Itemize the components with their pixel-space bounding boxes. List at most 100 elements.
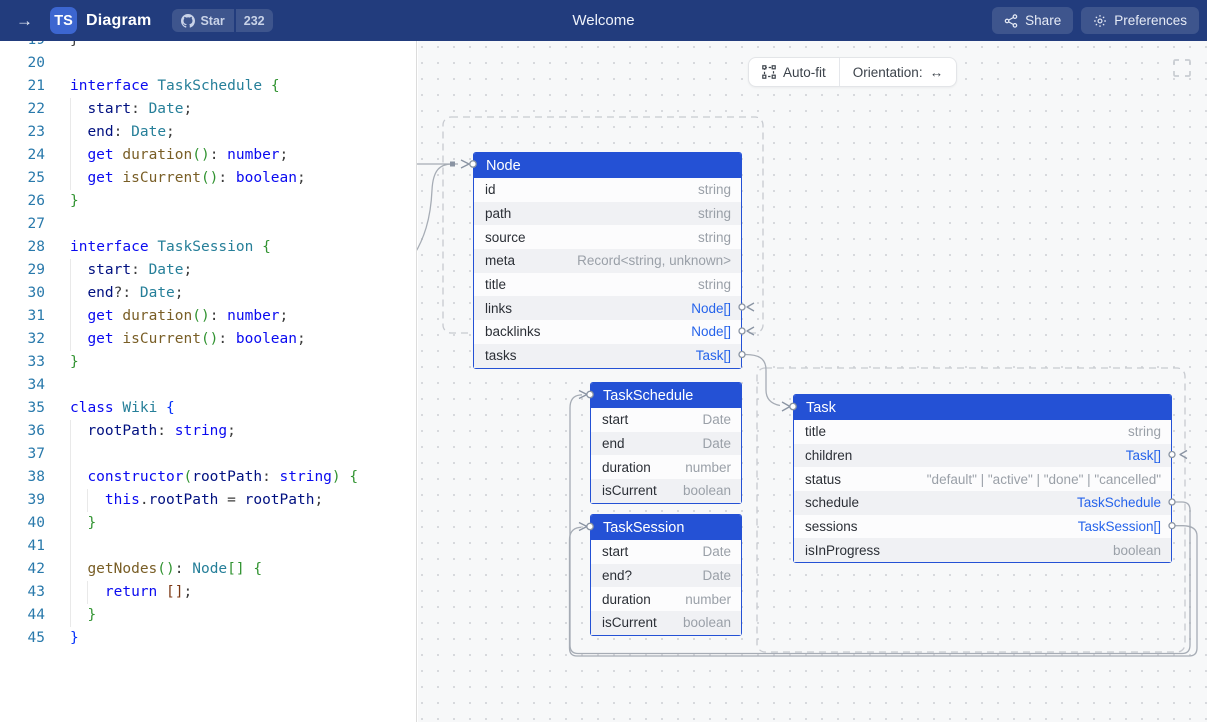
share-button[interactable]: Share: [992, 7, 1074, 34]
code-line-content: start: Date;: [70, 98, 192, 121]
code-line[interactable]: 44}: [0, 604, 416, 627]
field-type: boolean: [682, 615, 731, 631]
field-name: isCurrent: [602, 483, 657, 499]
field-type-link[interactable]: Task[]: [695, 348, 731, 364]
field-name: isCurrent: [602, 615, 657, 631]
field-type-link[interactable]: TaskSession[]: [1077, 519, 1161, 535]
field-name: start: [602, 544, 629, 560]
field-type-link[interactable]: Node[]: [691, 324, 731, 340]
field-name: source: [485, 229, 526, 245]
github-icon: [181, 13, 196, 28]
code-token: ;: [297, 170, 306, 186]
code-line[interactable]: 19}: [0, 41, 416, 52]
code-token: ;: [279, 308, 289, 324]
github-star-button[interactable]: Star: [172, 9, 234, 32]
code-line[interactable]: 37: [0, 443, 416, 466]
indent-guide: [70, 512, 87, 535]
field-type-link[interactable]: TaskSchedule: [1076, 495, 1161, 511]
field-name: children: [805, 448, 853, 464]
github-star-count[interactable]: 232: [235, 9, 273, 32]
topbar-left-group: → TS Diagram Star 232: [8, 7, 273, 34]
field-type: boolean: [682, 483, 731, 499]
code-token: string: [279, 469, 332, 485]
code-line[interactable]: 33}: [0, 351, 416, 374]
indent-guide: [70, 420, 87, 443]
code-line-content: [70, 535, 87, 558]
code-token: rootPath: [244, 492, 315, 508]
code-line[interactable]: 27: [0, 213, 416, 236]
star-count-value: 232: [243, 13, 265, 28]
code-line-content: [70, 443, 87, 466]
code-token: rootPath: [192, 469, 263, 485]
top-bar: → TS Diagram Star 232 Welcome Share Pref…: [0, 0, 1207, 41]
preferences-button[interactable]: Preferences: [1081, 7, 1199, 34]
code-line-content: rootPath: string;: [70, 420, 236, 443]
code-token: :: [218, 170, 236, 186]
code-token: (): [200, 331, 219, 347]
code-line[interactable]: 34: [0, 374, 416, 397]
code-token: }: [70, 41, 79, 48]
field-type-link[interactable]: Node[]: [691, 300, 731, 316]
line-number: 44: [27, 607, 45, 623]
code-token: ;: [314, 492, 324, 508]
code-line-content: getNodes(): Node[] {: [70, 558, 262, 581]
indent-guide: [70, 259, 87, 282]
entity-header-taskschedule[interactable]: TaskSchedule: [591, 383, 741, 408]
field-type: number: [685, 459, 731, 475]
autofit-button[interactable]: Auto-fit: [749, 58, 839, 86]
github-star-widget[interactable]: Star 232: [172, 9, 273, 32]
entity-header-tasksession[interactable]: TaskSession: [591, 515, 741, 540]
code-line[interactable]: 20: [0, 52, 416, 75]
code-line[interactable]: 40}: [0, 512, 416, 535]
entity-header-task[interactable]: Task: [794, 395, 1171, 420]
fullscreen-icon[interactable]: [1172, 58, 1192, 78]
field-row-links: links Node[]: [474, 296, 741, 321]
field-type: Date: [702, 436, 731, 452]
code-token: {: [349, 469, 359, 485]
code-line[interactable]: 26}: [0, 190, 416, 213]
field-type-link[interactable]: Task[]: [1125, 448, 1161, 464]
code-line[interactable]: 41: [0, 535, 416, 558]
line-number: 21: [27, 78, 45, 94]
code-token: this: [104, 492, 140, 508]
sidebar-toggle-arrow-icon[interactable]: →: [16, 10, 33, 30]
orientation-button[interactable]: Orientation: ↔: [840, 58, 956, 86]
field-row-isCurrent: isCurrent boolean: [591, 611, 741, 635]
code-token: :: [174, 561, 193, 577]
code-line[interactable]: 42 getNodes(): Node[] {: [0, 558, 416, 581]
code-token: get: [87, 331, 123, 347]
code-token: Date: [148, 101, 184, 117]
field-type: Date: [702, 568, 731, 584]
code-token: boolean: [235, 331, 297, 347]
field-name: links: [485, 300, 513, 316]
field-row-isCurrent: isCurrent boolean: [591, 479, 741, 503]
field-row-children: children Task[]: [794, 443, 1171, 468]
code-line[interactable]: 45}: [0, 627, 416, 650]
entity-header-node[interactable]: Node: [474, 153, 741, 178]
entity-title: Task: [806, 399, 836, 416]
line-number: 42: [27, 561, 45, 577]
diagram-canvas[interactable]: [418, 41, 1207, 722]
